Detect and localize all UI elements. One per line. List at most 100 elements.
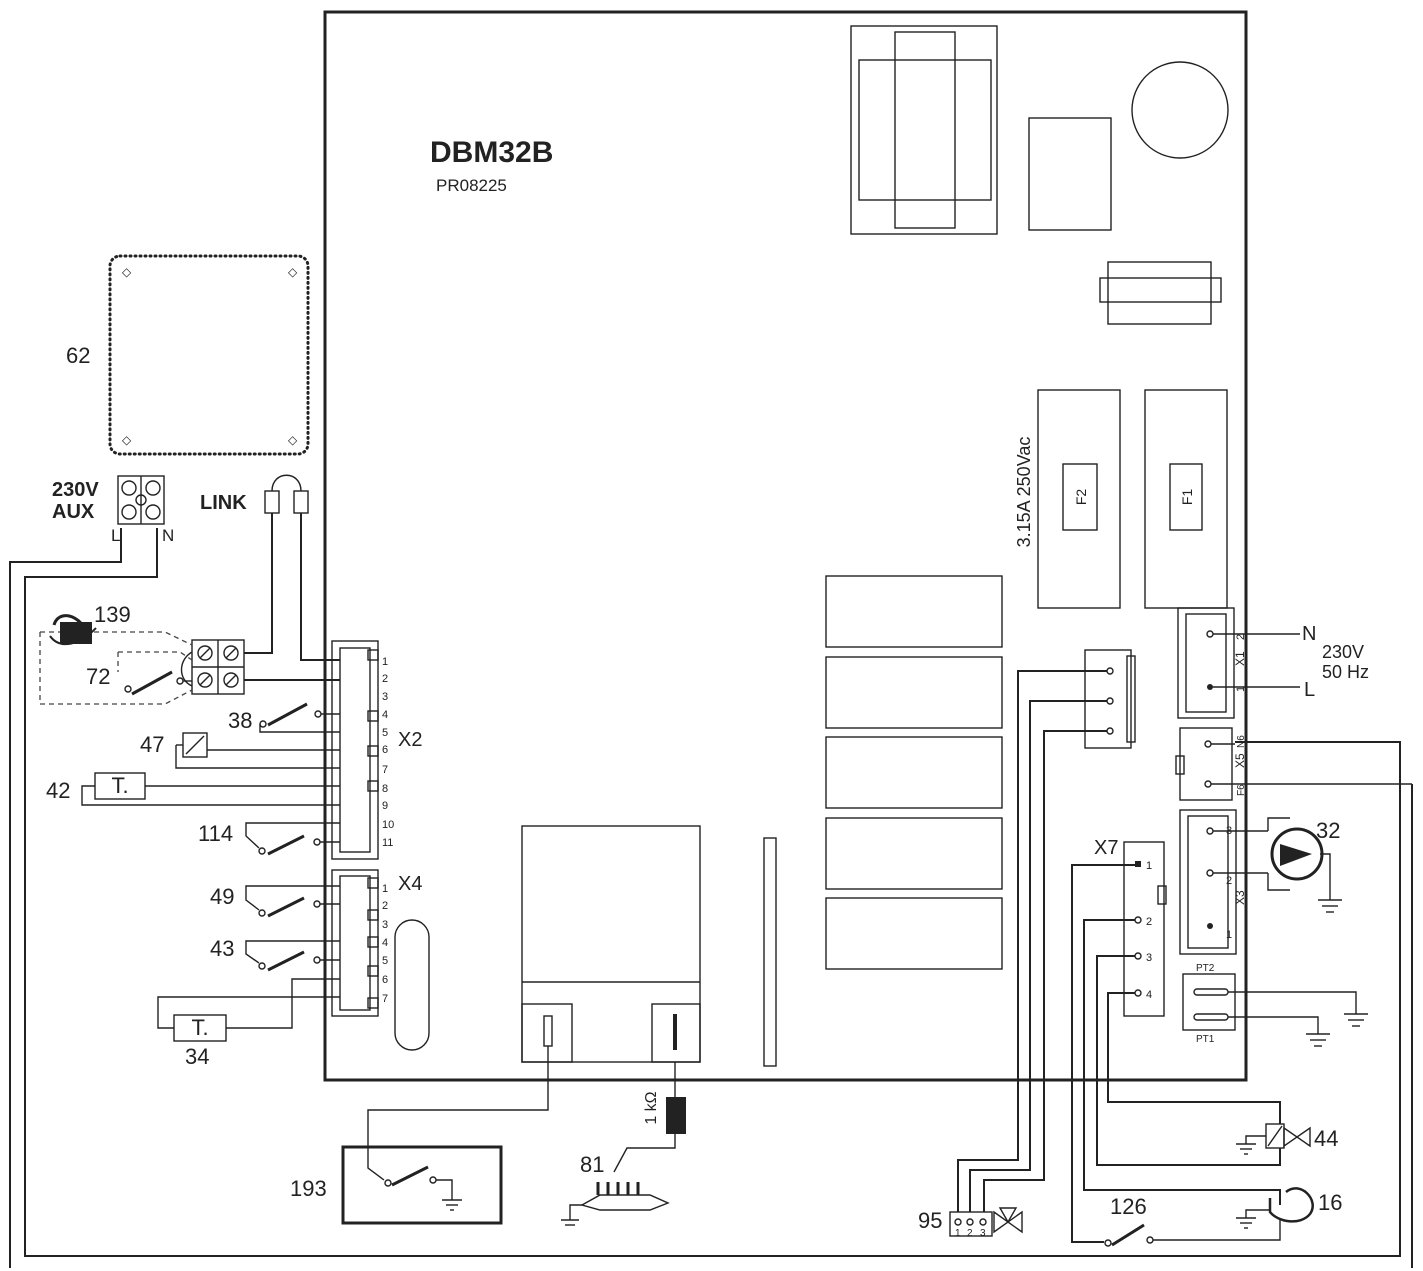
component-42-sensor: T. (81, 772, 340, 806)
board-capacitor (1131, 61, 1229, 159)
component-72-label: 72 (86, 664, 110, 689)
x5-label: X5 (1233, 753, 1247, 768)
svg-text:◇: ◇ (122, 433, 132, 447)
relay-bank (825, 575, 1003, 970)
aux-terminal (117, 475, 165, 525)
x5-pin: N6 (1236, 735, 1247, 748)
connector-pt (1182, 973, 1368, 1047)
link-label: LINK (200, 492, 247, 514)
fuse-f2: F2 (1037, 389, 1121, 609)
x2-pin: 11 (382, 837, 393, 849)
x1-pin: 1 (1235, 686, 1247, 692)
transformer (850, 25, 998, 235)
wire-link-1 (244, 513, 273, 654)
x2-pin: 9 (382, 800, 388, 812)
terminal-block-139-72 (191, 639, 245, 695)
component-38-switch (259, 702, 340, 733)
wire-95-3 (983, 730, 1107, 1212)
component-62-label: 62 (66, 343, 90, 368)
component-32-pump (1267, 817, 1342, 913)
component-114-label: 114 (198, 821, 233, 846)
component-34-label: 34 (185, 1044, 209, 1069)
wire-95-2 (969, 700, 1107, 1212)
x2-label: X2 (398, 729, 422, 751)
component-38-label: 38 (228, 708, 252, 733)
x7-pin: 1 (1146, 860, 1152, 872)
mains-frequency: 50 Hz (1322, 662, 1369, 682)
component-193-switch (367, 1046, 549, 1211)
x2-pin: 10 (382, 819, 394, 831)
wire-aux-l (9, 528, 122, 1268)
component-193-box (341, 1145, 503, 1225)
wire-95-1 (957, 670, 1107, 1212)
x2-pin: 3 (382, 691, 388, 703)
x3-pin: 1 (1226, 929, 1232, 941)
component-47-coil (175, 732, 340, 769)
wire-x7-1 (1071, 864, 1135, 1243)
wire-aux-n (24, 528, 1401, 1257)
connector-x1 (1177, 607, 1300, 719)
component-95-label: 95 (918, 1208, 942, 1233)
x4-pin: 4 (382, 937, 388, 949)
resistor-label: 1 kΩ (643, 1091, 660, 1124)
x2-pin: 1 (382, 656, 388, 668)
x4-pin: 2 (382, 900, 388, 912)
x4-pin: 3 (382, 919, 388, 931)
sensor-t-label: T. (191, 1015, 208, 1040)
component-114-switch (245, 822, 340, 856)
x4-label: X4 (398, 873, 422, 895)
x4-pin: 5 (382, 955, 388, 967)
dashed-link (117, 651, 193, 672)
component-43-switch (245, 940, 340, 972)
svg-text:◇: ◇ (288, 265, 298, 279)
valve95-pin: 2 (967, 1228, 973, 1239)
board-connector-top (1099, 261, 1222, 325)
board-code: PR08225 (436, 176, 507, 195)
x2-pin: 6 (382, 744, 388, 756)
wire-x7-2 (1083, 919, 1281, 1205)
component-95-valve (949, 1207, 1023, 1237)
x4-pin-labels: 1 2 3 4 5 6 7 (382, 883, 388, 1005)
svg-text:◇: ◇ (288, 433, 298, 447)
component-81-electrode (561, 1062, 686, 1226)
pt1-label: PT1 (1196, 1034, 1215, 1045)
jumper-loop (180, 651, 193, 687)
x3-pin: 3 (1226, 825, 1232, 837)
component-126-switch (1104, 1220, 1281, 1247)
mains-n: N (1302, 623, 1316, 645)
component-47-label: 47 (140, 732, 164, 757)
valve95-pin-labels: 1 2 3 (955, 1228, 986, 1239)
component-16-label: 16 (1318, 1190, 1342, 1215)
component-81-label: 81 (580, 1152, 604, 1177)
connector-valve-board (1084, 649, 1136, 749)
component-139-label: 139 (94, 602, 131, 627)
component-126-label: 126 (1110, 1194, 1147, 1219)
sensor-t-label: T. (111, 773, 128, 798)
wire-x7-4 (1107, 992, 1281, 1124)
wire-link-2 (300, 513, 340, 661)
component-44-label: 44 (1314, 1126, 1338, 1151)
mains-voltage: 230V (1322, 642, 1364, 662)
component-193-label: 193 (290, 1176, 327, 1201)
x2-pin: 5 (382, 727, 388, 739)
x4-pin: 6 (382, 974, 388, 986)
connector-x3 (1179, 809, 1268, 955)
component-139-sensor (49, 614, 97, 646)
x1-pin: 2 (1235, 634, 1247, 640)
component-49-switch (245, 885, 340, 918)
x7-label: X7 (1094, 837, 1118, 859)
x5-pin: F6 (1236, 784, 1247, 796)
pt2-label: PT2 (1196, 963, 1215, 974)
x7-pin: 4 (1146, 989, 1152, 1001)
board-slot (394, 919, 430, 1051)
aux-label: AUX (52, 501, 95, 523)
x4-pin: 7 (382, 993, 388, 1005)
valve95-pin: 3 (980, 1228, 986, 1239)
component-43-label: 43 (210, 936, 234, 961)
fuse-rating: 3.15A 250Vac (1014, 437, 1034, 548)
board-bar (763, 837, 777, 1067)
component-44-gas-valve (1236, 1123, 1311, 1155)
aux-voltage: 230V (52, 479, 99, 501)
x7-pin: 2 (1146, 916, 1152, 928)
